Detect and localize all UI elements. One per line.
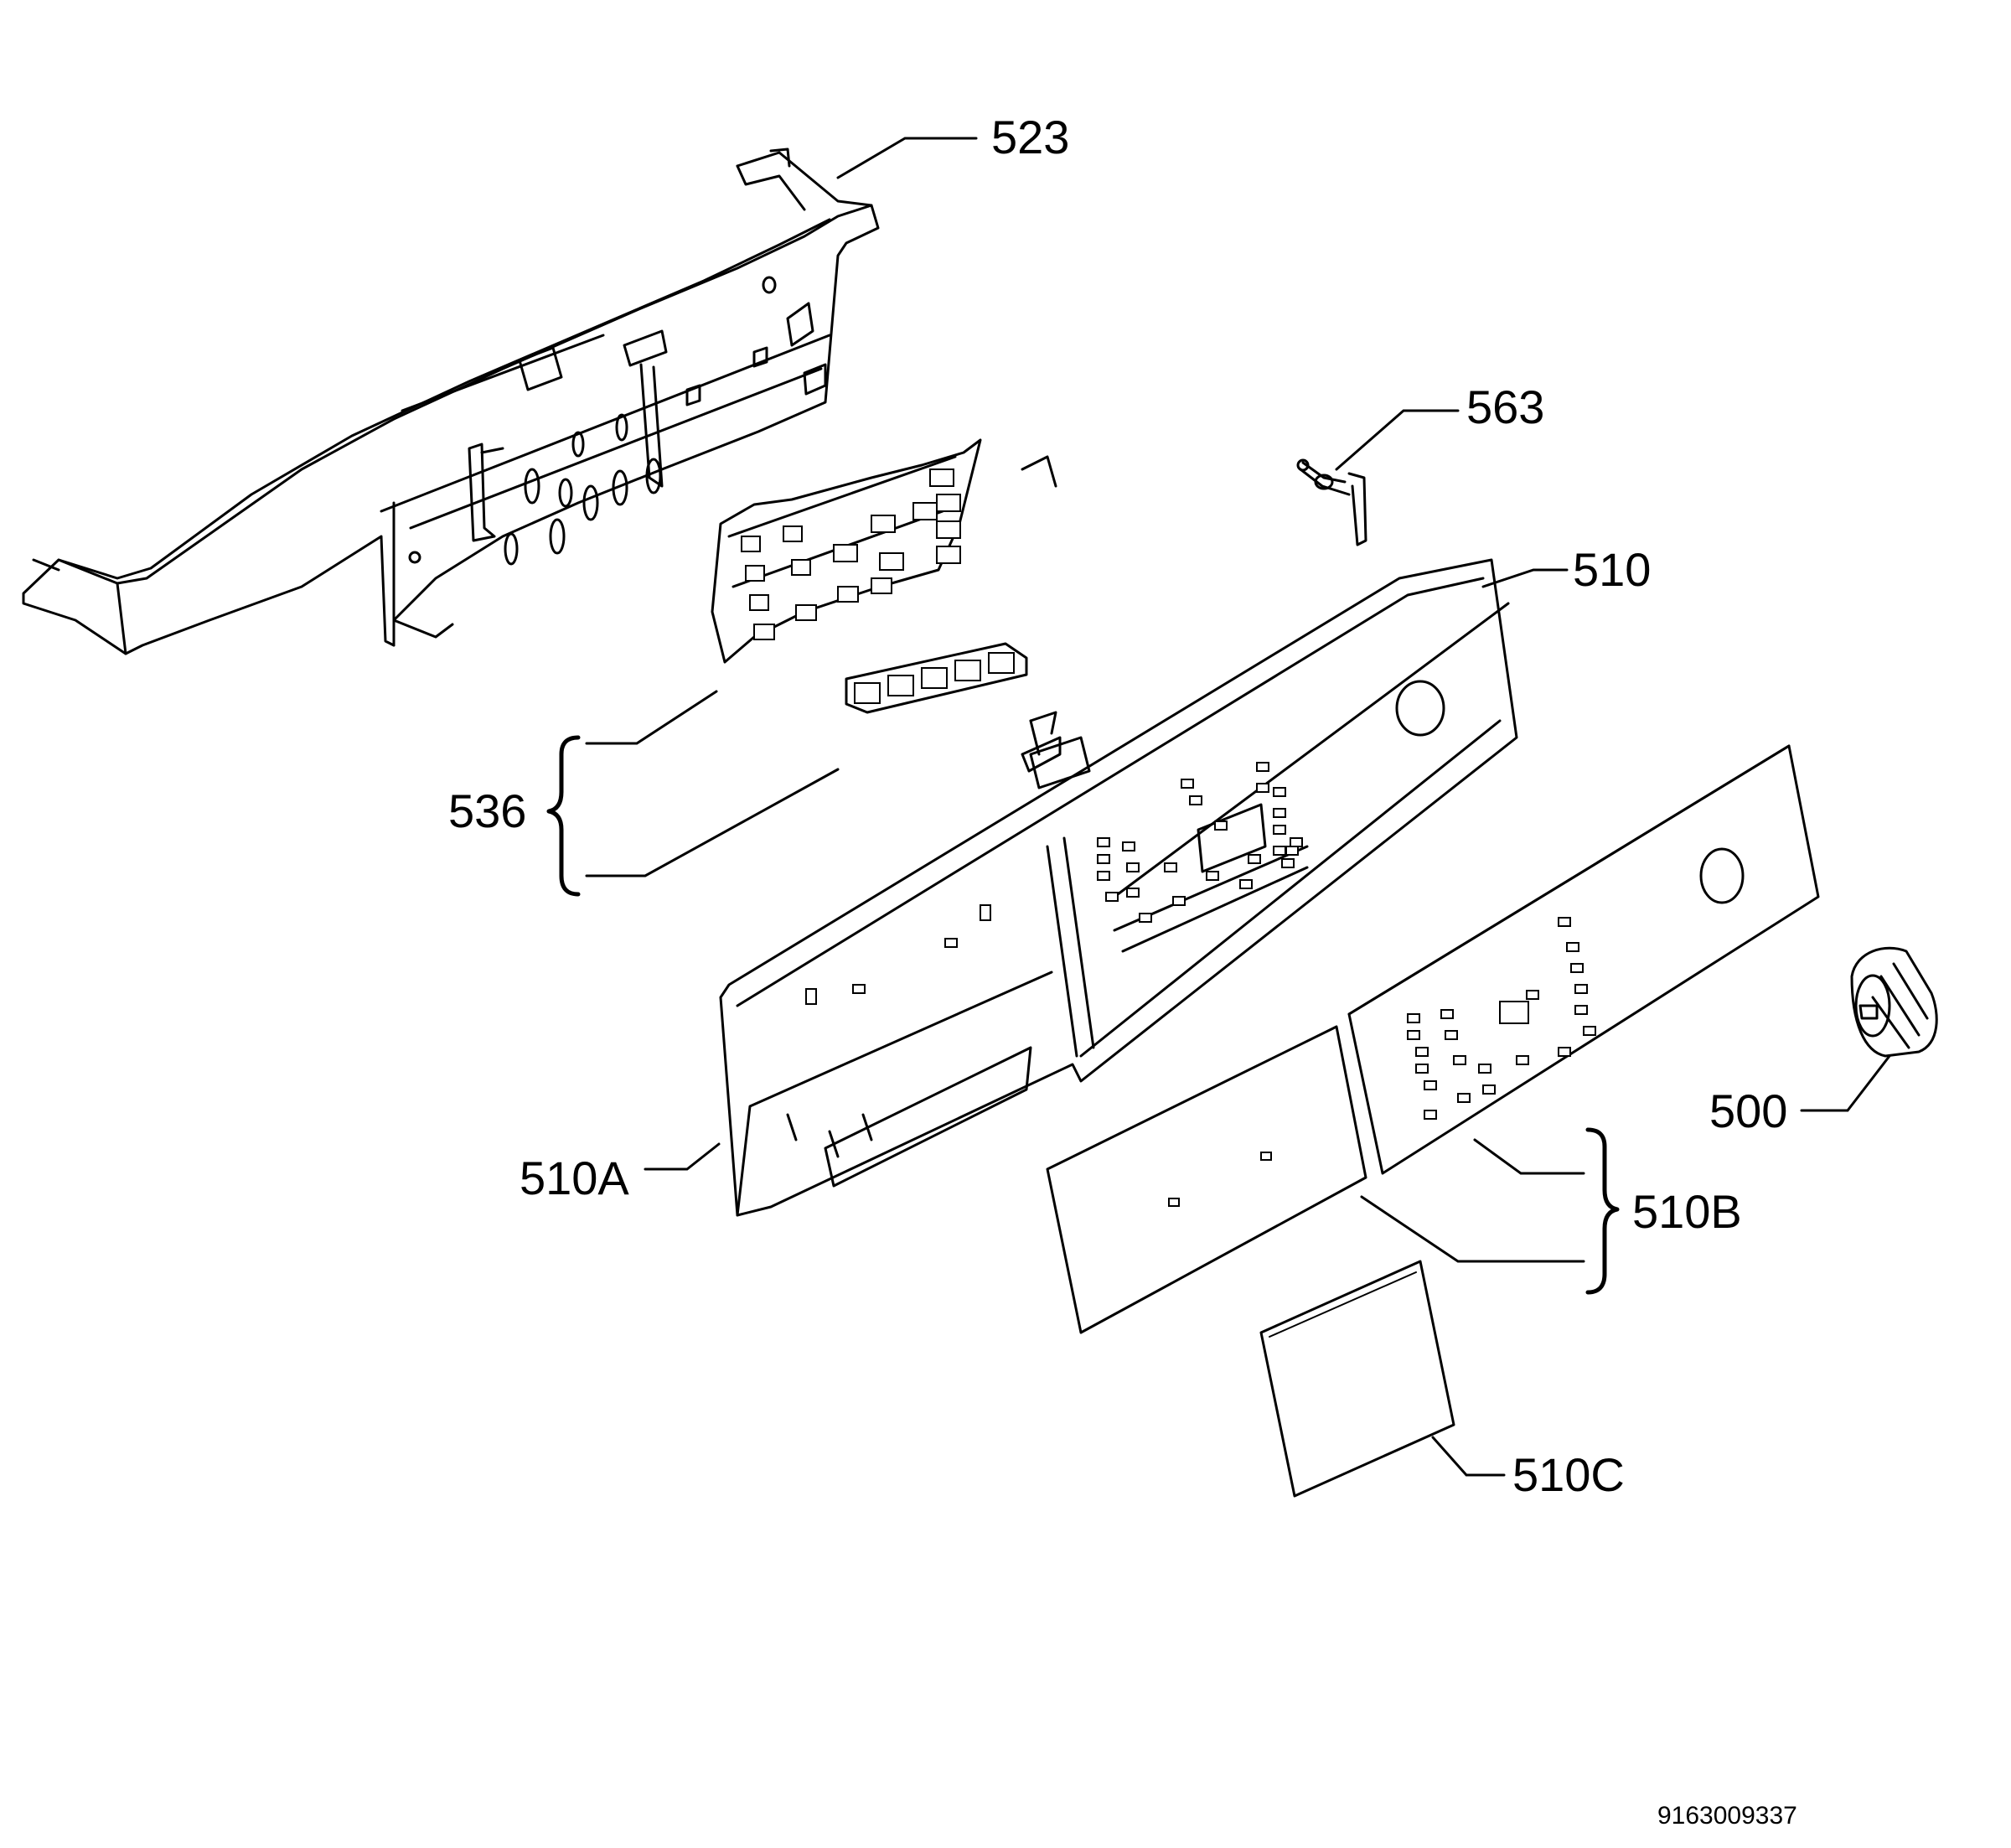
- label-536: 536: [448, 784, 527, 837]
- label-523: 523: [991, 111, 1070, 163]
- label-500: 500: [1709, 1084, 1788, 1137]
- label-510c: 510C: [1512, 1448, 1625, 1501]
- part-536-control-board: [711, 438, 1028, 714]
- part-523-bracket: [22, 148, 880, 655]
- leader-lines: [585, 137, 1891, 1477]
- braces: [546, 735, 1620, 1295]
- part-510c-display-window: [1259, 1260, 1455, 1498]
- label-563: 563: [1466, 380, 1545, 433]
- part-500-knob: [1850, 946, 1938, 1058]
- label-510b: 510B: [1632, 1185, 1742, 1238]
- part-510-control-panel: [719, 455, 1518, 1217]
- part-563-pin: [1296, 458, 1367, 546]
- document-number: 9163009337: [1657, 1802, 1797, 1830]
- part-510a-panel-section: [786, 904, 991, 1158]
- part-510b-decor-panels: [1046, 744, 1820, 1334]
- label-510a: 510A: [520, 1152, 629, 1204]
- label-510: 510: [1573, 543, 1652, 596]
